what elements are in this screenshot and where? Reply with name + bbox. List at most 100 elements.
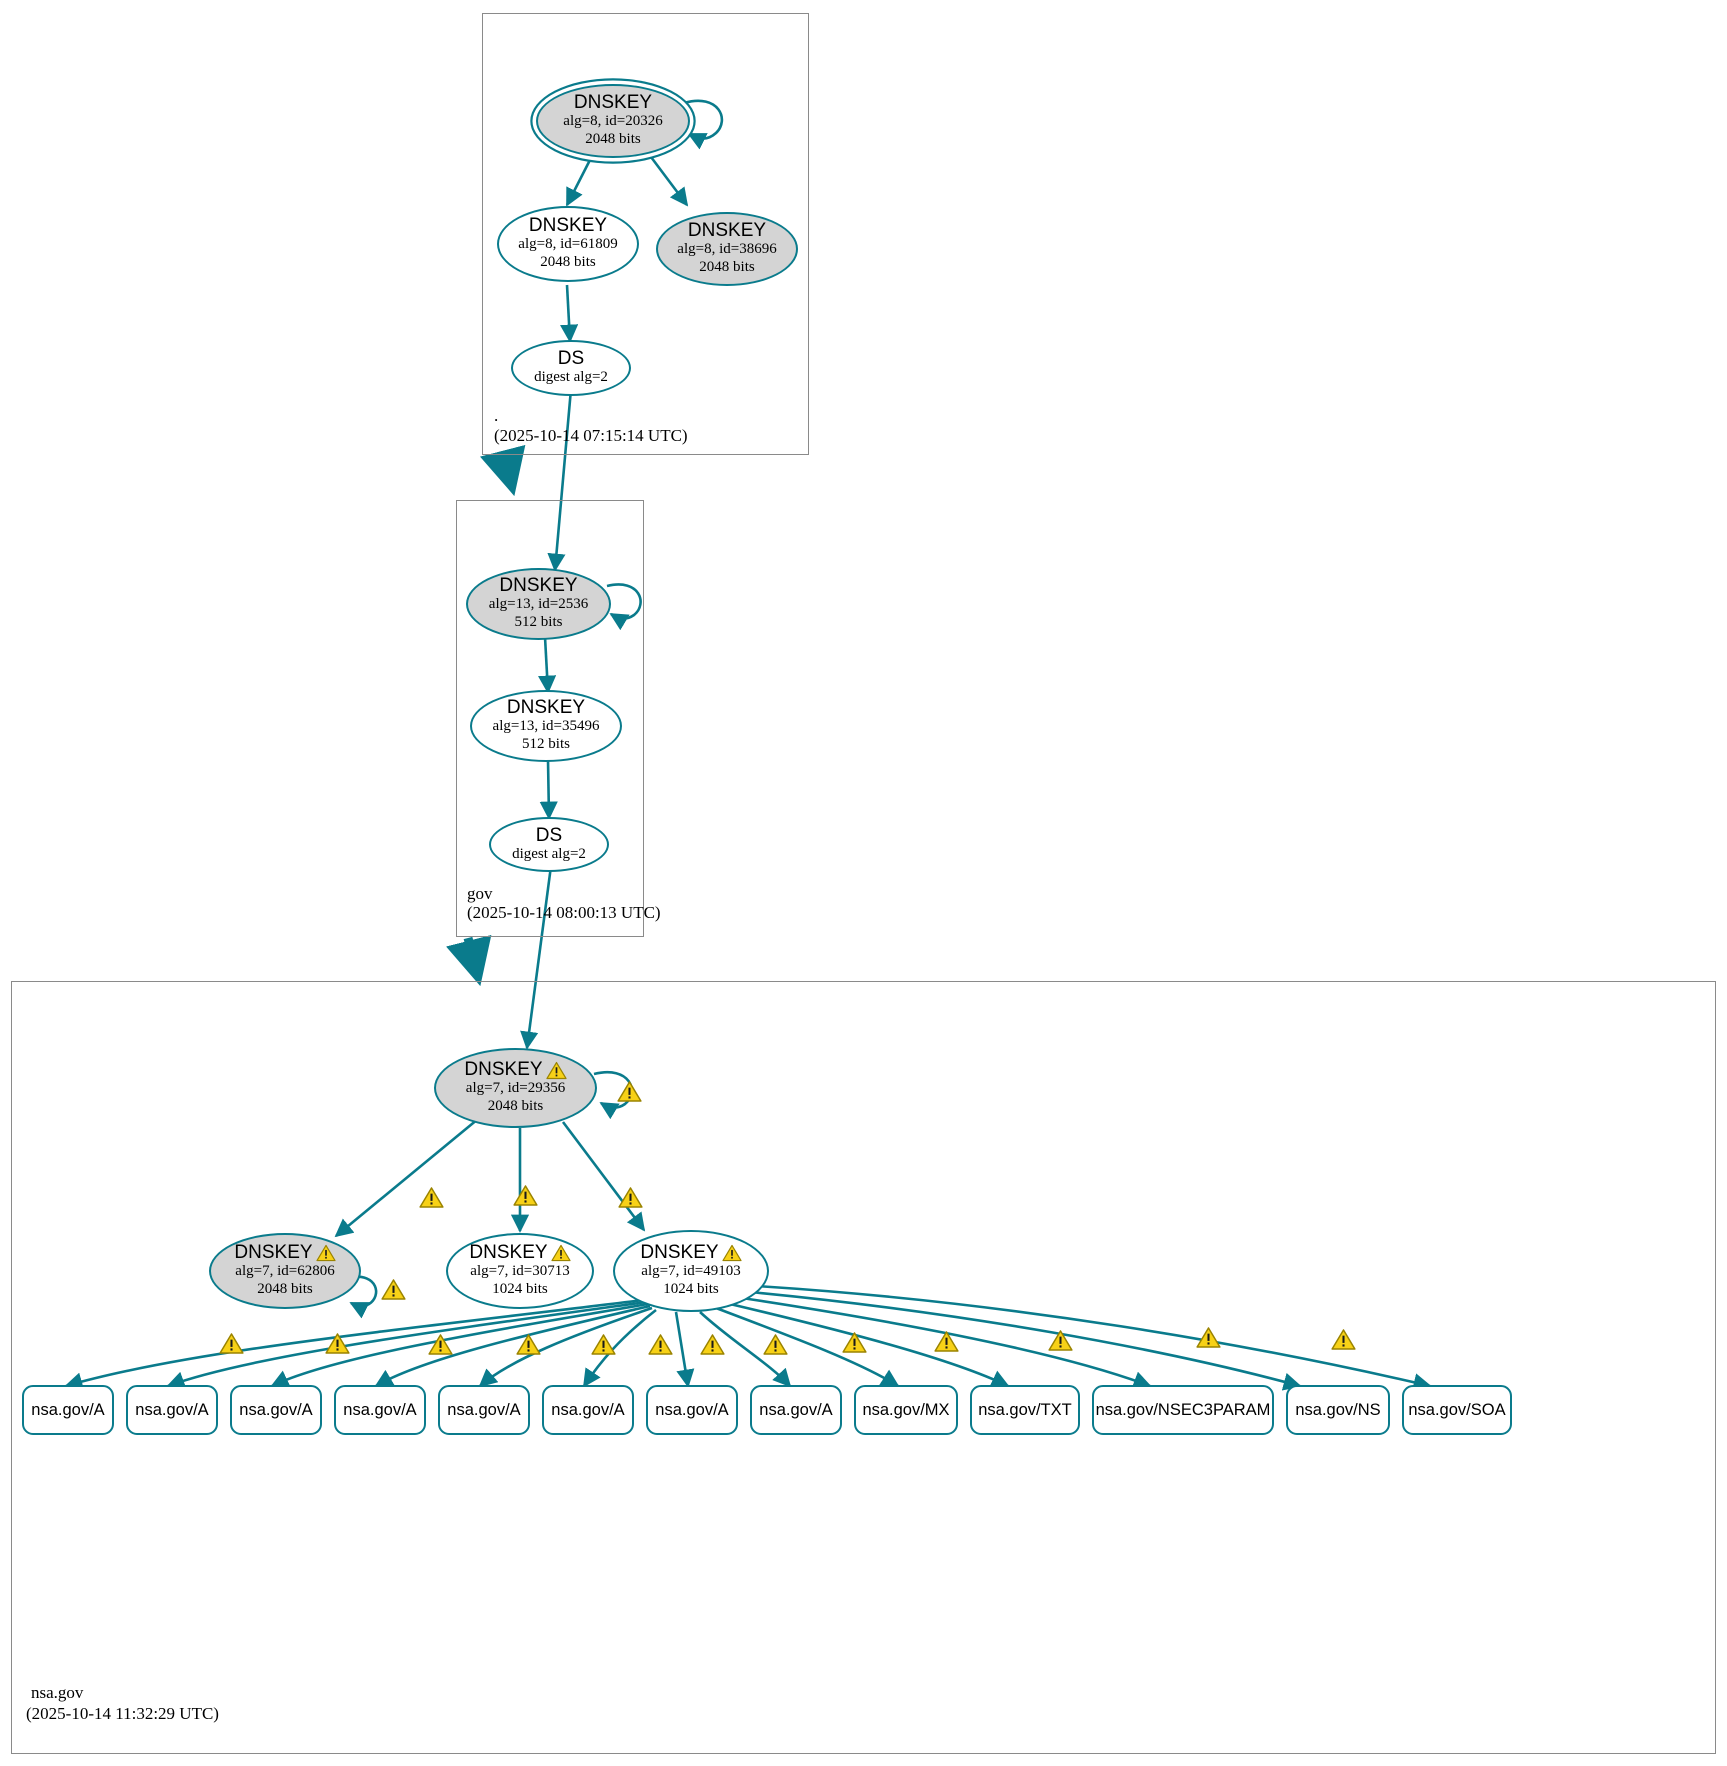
node-ds-root[interactable]: DS digest alg=2 [511,340,631,396]
node-title: DNSKEY [528,215,608,237]
warning-triangle-icon [1331,1328,1356,1351]
warning-triangle-icon [545,1061,567,1080]
node-dnskey-gov-2536[interactable]: DNSKEY alg=13, id=2536 512 bits [466,568,611,640]
node-alg-id: alg=8, id=61809 [518,236,618,253]
rrset-label: nsa.gov/A [239,1400,313,1419]
warning-triangle-icon [381,1278,406,1301]
node-keysize: 2048 bits [699,258,755,275]
node-dnskey-nsagov-30713[interactable]: DNSKEY alg=7, id=30713 1024 bits [446,1233,594,1309]
node-dnskey-root-20326[interactable]: DNSKEY alg=8, id=20326 2048 bits [536,84,690,158]
rrset-node[interactable]: nsa.gov/A [230,1385,322,1435]
rrset-node[interactable]: nsa.gov/A [126,1385,218,1435]
rrset-label: nsa.gov/A [31,1400,105,1419]
node-alg-id: alg=13, id=2536 [488,596,589,613]
rrset-node[interactable]: nsa.gov/TXT [970,1385,1080,1435]
zone-timestamp-gov: (2025-10-14 08:00:13 UTC) [467,903,661,922]
zone-timestamp-nsagov: (2025-10-14 11:32:29 UTC) [26,1704,219,1723]
warning-triangle-icon [513,1184,538,1207]
rrset-node[interactable]: nsa.gov/A [334,1385,426,1435]
node-title: DNSKEY [687,220,767,242]
node-title: DNSKEY [640,1243,742,1263]
edge-self-2536 [606,583,642,631]
rrset-node[interactable]: nsa.gov/A [750,1385,842,1435]
edge-delegation-root-gov [480,444,526,497]
warning-triangle-icon [516,1333,541,1356]
node-keysize: 1024 bits [663,1280,719,1297]
node-keysize: 2048 bits [540,253,596,270]
node-alg-id: alg=7, id=29356 [465,1080,566,1097]
rrset-node[interactable]: nsa.gov/NSEC3PARAM [1092,1385,1274,1435]
node-title: DNSKEY [464,1060,567,1080]
rrset-label: nsa.gov/MX [862,1400,950,1419]
warning-triangle-icon [315,1244,336,1262]
node-title: DS [535,824,563,846]
node-dnskey-nsagov-49103[interactable]: DNSKEY alg=7, id=49103 1024 bits [613,1230,769,1312]
rrset-node[interactable]: nsa.gov/A [438,1385,530,1435]
edge-self-62806 [349,1275,378,1319]
zone-label-nsagov: nsa.gov [31,1683,84,1702]
node-digest-alg: digest alg=2 [512,845,586,862]
warning-triangle-icon [648,1333,673,1356]
rrset-label: nsa.gov/A [759,1400,833,1419]
warning-triangle-icon [721,1244,742,1262]
node-digest-alg: digest alg=2 [534,369,608,386]
zone-label-gov: gov [467,884,493,903]
rrset-label: nsa.gov/A [655,1400,729,1419]
node-keysize: 512 bits [514,613,563,630]
node-title: DNSKEY [499,575,578,597]
warning-triangle-icon [700,1333,725,1356]
warning-triangle-icon [1048,1329,1073,1352]
node-alg-id: alg=8, id=20326 [563,113,663,130]
warning-triangle-icon [617,1080,642,1103]
rrset-node[interactable]: nsa.gov/A [646,1385,738,1435]
node-keysize: 2048 bits [487,1097,544,1114]
node-alg-id: alg=7, id=30713 [470,1263,570,1280]
node-alg-id: alg=7, id=62806 [235,1263,335,1280]
rrset-label: nsa.gov/A [135,1400,209,1419]
rrset-node[interactable]: nsa.gov/SOA [1402,1385,1512,1435]
rrset-node[interactable]: nsa.gov/NS [1286,1385,1390,1435]
warning-triangle-icon [842,1331,867,1354]
warning-triangle-icon [763,1333,788,1356]
zone-box-gov [456,500,644,937]
warning-triangle-icon [591,1333,616,1356]
zone-box-root [482,13,809,455]
warning-triangle-icon [550,1244,571,1262]
rrset-label: nsa.gov/A [447,1400,521,1419]
node-dnskey-nsagov-62806[interactable]: DNSKEY alg=7, id=62806 2048 bits [209,1233,361,1309]
node-alg-id: alg=7, id=49103 [641,1263,741,1280]
node-dnskey-root-38696[interactable]: DNSKEY alg=8, id=38696 2048 bits [656,212,798,286]
node-title: DNSKEY [234,1243,336,1263]
node-keysize: 2048 bits [585,130,641,147]
rrset-label: nsa.gov/NSEC3PARAM [1095,1400,1271,1419]
rrset-node[interactable]: nsa.gov/MX [854,1385,958,1435]
node-dnskey-nsagov-29356[interactable]: DNSKEY alg=7, id=29356 2048 bits [434,1048,597,1128]
node-keysize: 512 bits [522,735,570,752]
rrset-label: nsa.gov/A [551,1400,625,1419]
rrset-node[interactable]: nsa.gov/A [542,1385,634,1435]
node-keysize: 2048 bits [257,1280,313,1297]
rrset-label: nsa.gov/NS [1295,1400,1381,1419]
node-alg-id: alg=8, id=38696 [677,241,777,258]
warning-triangle-icon [934,1330,959,1353]
node-ds-gov[interactable]: DS digest alg=2 [489,817,609,872]
rrset-label: nsa.gov/A [343,1400,417,1419]
warning-triangle-icon [618,1186,643,1209]
edge-self-20326 [683,99,724,150]
edge-self-29356 [593,1071,634,1120]
node-dnskey-root-61809[interactable]: DNSKEY alg=8, id=61809 2048 bits [497,206,639,282]
node-keysize: 1024 bits [492,1280,548,1297]
warning-triangle-icon [428,1333,453,1356]
node-title: DNSKEY [573,92,653,114]
rrset-label: nsa.gov/TXT [978,1400,1072,1419]
node-dnskey-gov-35496[interactable]: DNSKEY alg=13, id=35496 512 bits [470,690,622,762]
warning-triangle-icon [219,1332,244,1355]
edge-delegation-gov-nsagov [446,934,492,987]
node-title: DNSKEY [506,697,586,719]
zone-timestamp-root: (2025-10-14 07:15:14 UTC) [494,426,688,445]
node-title: DS [557,348,585,370]
rrset-node[interactable]: nsa.gov/A [22,1385,114,1435]
node-alg-id: alg=13, id=35496 [492,718,600,735]
